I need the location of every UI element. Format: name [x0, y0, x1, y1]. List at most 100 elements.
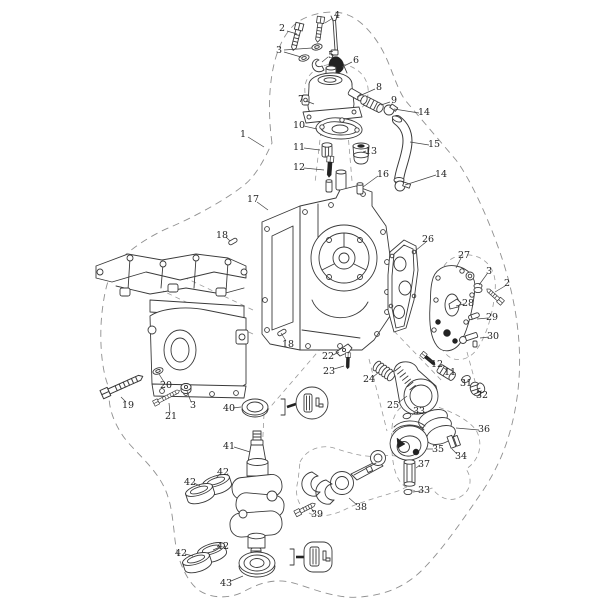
part-label-42-49: 42: [217, 467, 229, 478]
hose-clamp-14b: [394, 180, 412, 192]
circlip-33a: [402, 412, 412, 420]
leader-line-1: [247, 136, 265, 148]
oil-seal-43: [238, 551, 276, 578]
leader-line-13: [362, 150, 367, 153]
leader-line-7: [305, 100, 315, 105]
spring-24: [372, 360, 396, 382]
detail-callout-upper: [280, 386, 329, 420]
part-label-20-36: 20: [160, 380, 172, 391]
part-label-14-15: 14: [435, 169, 447, 180]
leader-line-17: [256, 201, 269, 211]
bearing-race-40: [241, 398, 269, 418]
bolt-23: [344, 352, 352, 370]
connecting-rod-38: [301, 450, 386, 505]
part-label-42-51: 42: [217, 541, 229, 552]
plug-32: [469, 381, 486, 397]
thermostat-housing-7: [301, 65, 364, 124]
leader-line-5: [321, 56, 329, 63]
part-label-4-3: 4: [334, 10, 340, 21]
part-label-3-38: 3: [190, 400, 196, 411]
part-label-18-18: 18: [216, 230, 228, 241]
part-label-26-19: 26: [422, 234, 434, 245]
leader-line-42: [215, 473, 221, 479]
part-label-6-5: 6: [353, 55, 359, 66]
retainer-22: [335, 343, 353, 357]
crankcase-17: [261, 169, 391, 351]
leader-line-36: [455, 427, 480, 431]
nut-3c-right: [473, 282, 483, 294]
circlip-33b: [403, 488, 413, 496]
leader-line-12: [303, 167, 325, 171]
dowel-pin-18b: [277, 328, 287, 337]
leader-line-12: [427, 358, 434, 363]
cylinder-block-assembly: [95, 253, 249, 399]
part-label-42-52: 42: [175, 548, 187, 559]
part-label-29-24: 29: [486, 312, 498, 323]
part-label-10-9: 10: [293, 120, 305, 131]
anode-6: [328, 14, 344, 74]
part-label-15-14: 15: [428, 139, 440, 150]
hose-15: [391, 115, 413, 185]
part-label-35-43: 35: [432, 444, 444, 455]
leader-line-42: [212, 546, 221, 551]
part-label-36-42: 36: [478, 424, 490, 435]
leader-line-22: [332, 351, 340, 356]
pin-29: [468, 312, 480, 321]
part-label-16-16: 16: [377, 169, 389, 180]
gasket-26: [387, 239, 419, 333]
leader-line-3: [283, 51, 302, 58]
leader-line-16: [362, 175, 379, 188]
leader-line-14: [404, 174, 437, 186]
dowel-pin-18a: [228, 237, 238, 246]
leader-line-23: [333, 365, 345, 370]
leader-line-21: [168, 402, 171, 414]
part-label-22-27: 22: [322, 351, 334, 362]
part-label-11-30: 11: [444, 367, 456, 378]
leader-line-11: [303, 147, 321, 151]
part-label-37-45: 37: [418, 459, 430, 470]
part-label-7-6: 7: [298, 94, 304, 105]
leader-line-42: [184, 553, 194, 557]
leader-line-39: [310, 507, 315, 513]
leader-line-19: [120, 396, 127, 403]
ring-set-34: [446, 434, 461, 449]
part-label-25-34: 25: [387, 400, 399, 411]
leader-line-3: [186, 390, 192, 403]
part-label-11-10: 11: [293, 142, 305, 153]
part-label-41-40: 41: [223, 441, 235, 452]
bushing-11b: [436, 364, 456, 381]
grommet-13: [352, 142, 370, 165]
outer-boundary: [100, 11, 521, 598]
part-label-8-7: 8: [376, 82, 382, 93]
part-label-19-35: 19: [122, 400, 134, 411]
part-label-24-33: 24: [363, 374, 375, 385]
part-label-5-4: 5: [328, 50, 334, 61]
bolt-2b: [484, 286, 505, 306]
leader-line-28: [455, 303, 465, 307]
part-label-9-8: 9: [391, 95, 397, 106]
leader-line-33: [411, 411, 417, 416]
part-label-43-53: 43: [220, 578, 232, 589]
bolt-19: [99, 371, 146, 400]
part-label-3-2: 3: [276, 45, 282, 56]
leader-line-29: [476, 317, 489, 320]
leader-line-32: [476, 389, 480, 393]
detail-callout-lower: [289, 541, 333, 573]
part-label-33-46: 33: [418, 485, 430, 496]
leader-line-18: [280, 332, 287, 342]
part-label-33-41: 33: [413, 406, 425, 417]
part-label-12-29: 12: [431, 359, 443, 370]
part-label-31-31: 31: [460, 378, 472, 389]
oil-filter-25: [393, 361, 439, 415]
crankshaft-41: [229, 430, 285, 558]
washer-3a: [297, 53, 311, 63]
part-label-40-39: 40: [223, 403, 235, 414]
leader-line-33: [412, 490, 421, 493]
leader-line-41: [233, 446, 251, 453]
leader-line-11: [443, 367, 448, 371]
leader-line-20: [158, 373, 165, 383]
part-label-30-25: 30: [487, 331, 499, 342]
leader-line-43: [230, 575, 244, 582]
